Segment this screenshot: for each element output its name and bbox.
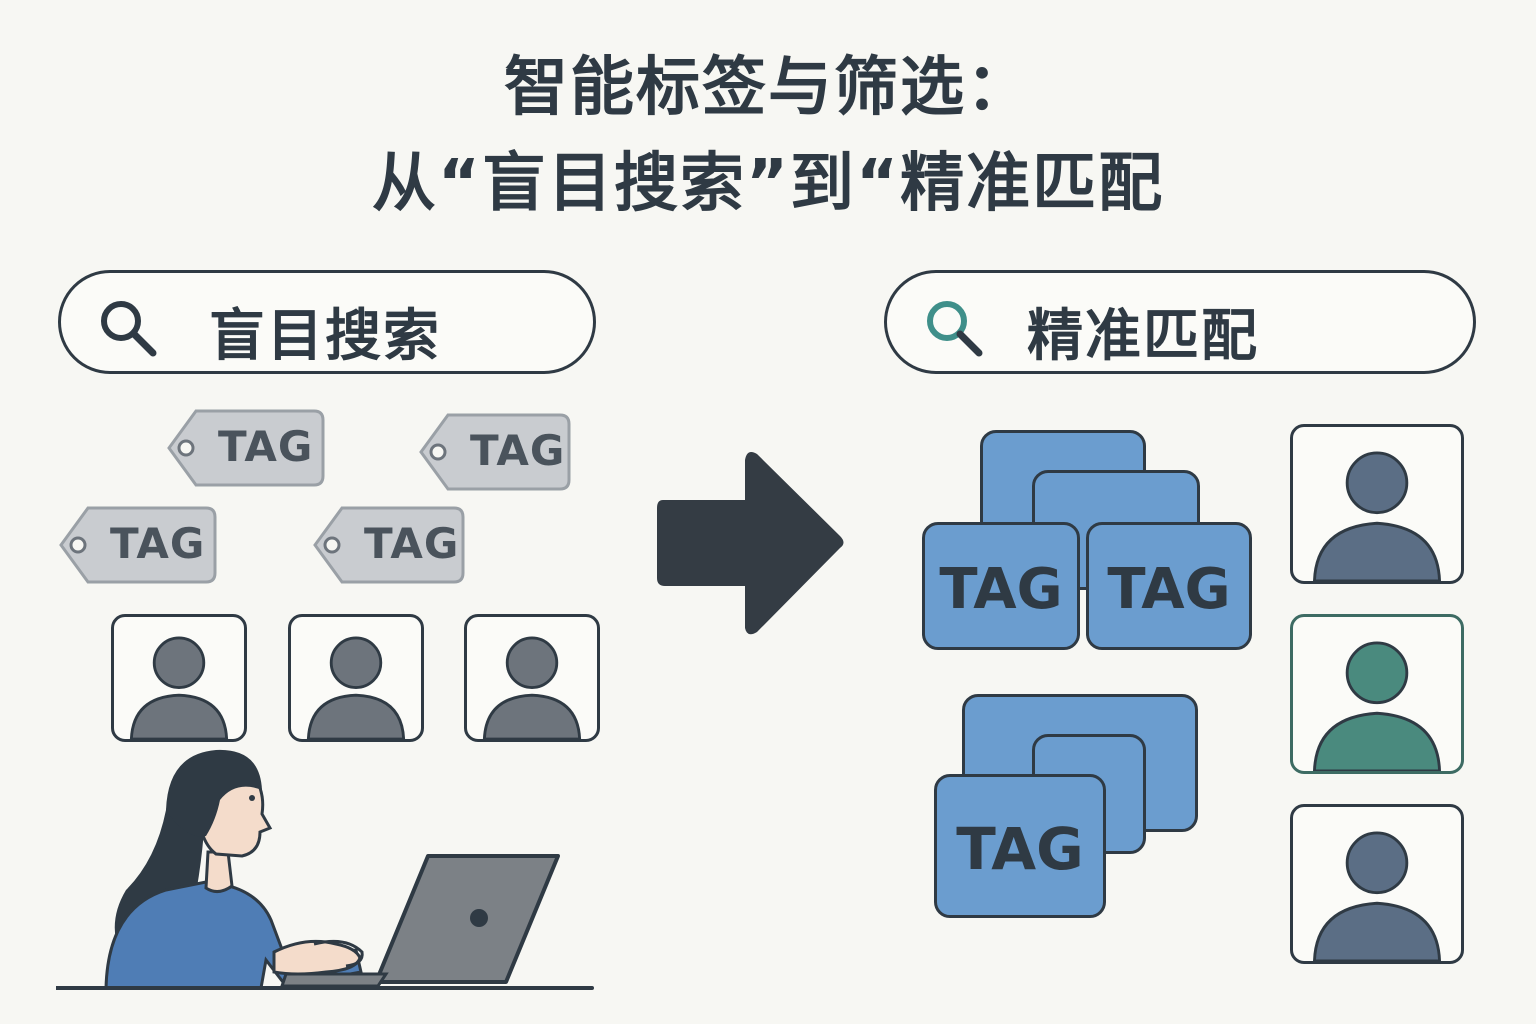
search-label-precise: 精准匹配 bbox=[1027, 304, 1259, 369]
tag-label: TAG bbox=[364, 519, 460, 568]
user-avatar-icon bbox=[1312, 641, 1442, 771]
tag-icon bbox=[313, 506, 465, 584]
title-line-2: 从“盲目搜索”到“精准匹配 bbox=[371, 147, 1165, 221]
user-card-gray-3 bbox=[464, 614, 600, 742]
title-line-1: 智能标签与筛选： bbox=[504, 51, 1032, 125]
tag-icon bbox=[59, 506, 217, 584]
tag-label: TAG bbox=[470, 426, 566, 475]
user-avatar-icon bbox=[1312, 831, 1442, 961]
tag-card-front-2: TAG bbox=[1086, 522, 1252, 650]
magnifier-icon bbox=[101, 301, 157, 357]
user-avatar-icon bbox=[1312, 451, 1442, 581]
user-avatar-icon bbox=[482, 636, 582, 739]
tag-card-front-3: TAG bbox=[934, 774, 1106, 918]
user-card-gray-1 bbox=[111, 614, 247, 742]
right-arrow-icon bbox=[657, 452, 844, 635]
user-avatar-icon bbox=[306, 636, 406, 739]
tag-label: TAG bbox=[939, 557, 1063, 622]
user-card-match-3 bbox=[1290, 804, 1464, 964]
user-card-match-1 bbox=[1290, 424, 1464, 584]
user-card-match-2-highlighted bbox=[1290, 614, 1464, 774]
magnifier-icon bbox=[927, 301, 983, 357]
user-avatar-icon bbox=[129, 636, 229, 739]
tag-gray-4: TAG bbox=[312, 505, 472, 585]
tag-label: TAG bbox=[110, 519, 206, 568]
tag-icon bbox=[419, 413, 571, 491]
tag-gray-2: TAG bbox=[418, 412, 578, 492]
search-bar-blind[interactable]: 盲目搜索 bbox=[58, 270, 596, 374]
person-at-laptop-illustration bbox=[56, 749, 594, 990]
tag-icon bbox=[167, 409, 325, 487]
search-bar-precise[interactable]: 精准匹配 bbox=[884, 270, 1476, 374]
tag-label: TAG bbox=[218, 422, 314, 471]
tag-card-front-1: TAG bbox=[922, 522, 1080, 650]
tag-label: TAG bbox=[1107, 557, 1231, 622]
tag-label: TAG bbox=[956, 815, 1084, 883]
tag-gray-1: TAG bbox=[166, 408, 326, 488]
search-label-blind: 盲目搜索 bbox=[209, 304, 441, 369]
tag-gray-3: TAG bbox=[58, 505, 218, 585]
user-card-gray-2 bbox=[288, 614, 424, 742]
